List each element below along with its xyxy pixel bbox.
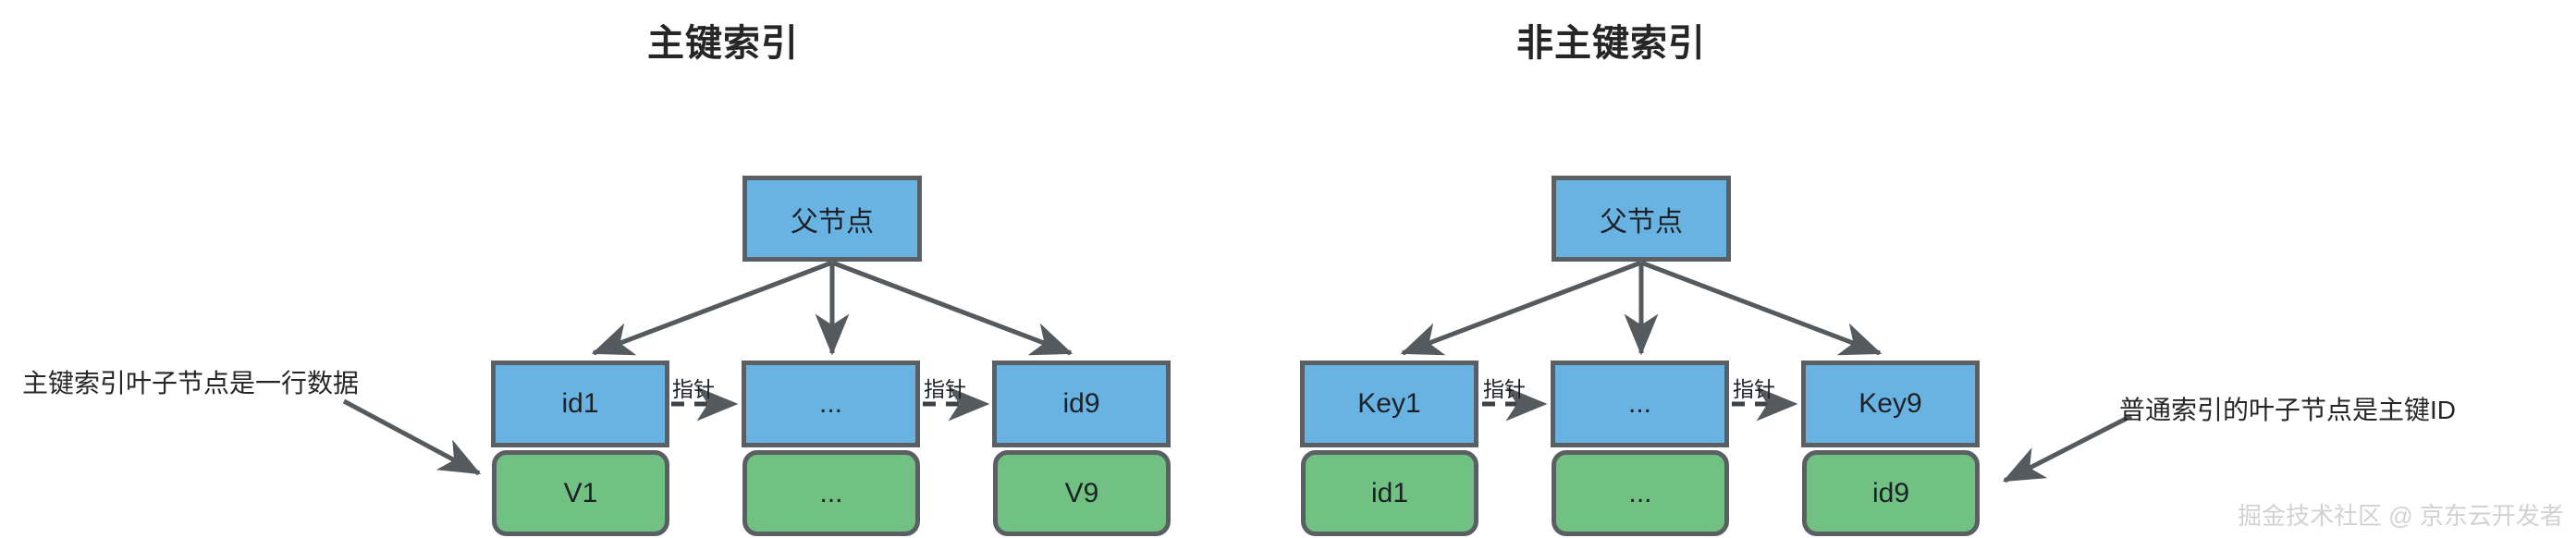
annotation-arrow-secondary <box>2002 413 2133 483</box>
tree-edges-secondary <box>1400 260 1883 356</box>
leaf-key-primary-0[interactable]: id1 <box>491 361 669 447</box>
leaf-key-primary-1[interactable]: ... <box>742 361 920 447</box>
annotation-arrow-primary <box>342 398 482 476</box>
annotation-secondary: 普通索引的叶子节点是主键ID <box>2119 396 2457 424</box>
pointer-label-secondary-1: 指针 <box>1733 377 1775 401</box>
pointer-label-secondary-0: 指针 <box>1483 377 1526 401</box>
leaf-value-primary-0[interactable]: V1 <box>492 450 669 536</box>
diagram-title-primary-key-index: 主键索引 <box>647 23 799 64</box>
leaf-value-secondary-0[interactable]: id1 <box>1301 450 1478 536</box>
parent-node-secondary[interactable]: 父节点 <box>1552 176 1731 262</box>
leaf-key-secondary-2[interactable]: Key9 <box>1801 361 1980 447</box>
leaf-key-secondary-1[interactable]: ... <box>1551 361 1729 447</box>
leaf-key-primary-2[interactable]: id9 <box>992 361 1171 447</box>
pointer-label-primary-1: 指针 <box>924 377 966 401</box>
leaf-key-secondary-0[interactable]: Key1 <box>1300 361 1478 447</box>
watermark: 掘金技术社区 @ 京东云开发者 <box>2238 502 2564 530</box>
diagram-title-secondary-index: 非主键索引 <box>1516 23 1706 64</box>
pointer-label-primary-0: 指针 <box>672 377 715 401</box>
annotation-primary: 主键索引叶子节点是一行数据 <box>22 369 360 397</box>
parent-node-primary[interactable]: 父节点 <box>742 176 922 262</box>
leaf-value-secondary-1[interactable]: ... <box>1552 450 1729 536</box>
tree-edges-primary <box>591 260 1073 356</box>
leaf-value-secondary-2[interactable]: id9 <box>1802 450 1980 536</box>
leaf-value-primary-1[interactable]: ... <box>742 450 920 536</box>
leaf-value-primary-2[interactable]: V9 <box>993 450 1171 536</box>
